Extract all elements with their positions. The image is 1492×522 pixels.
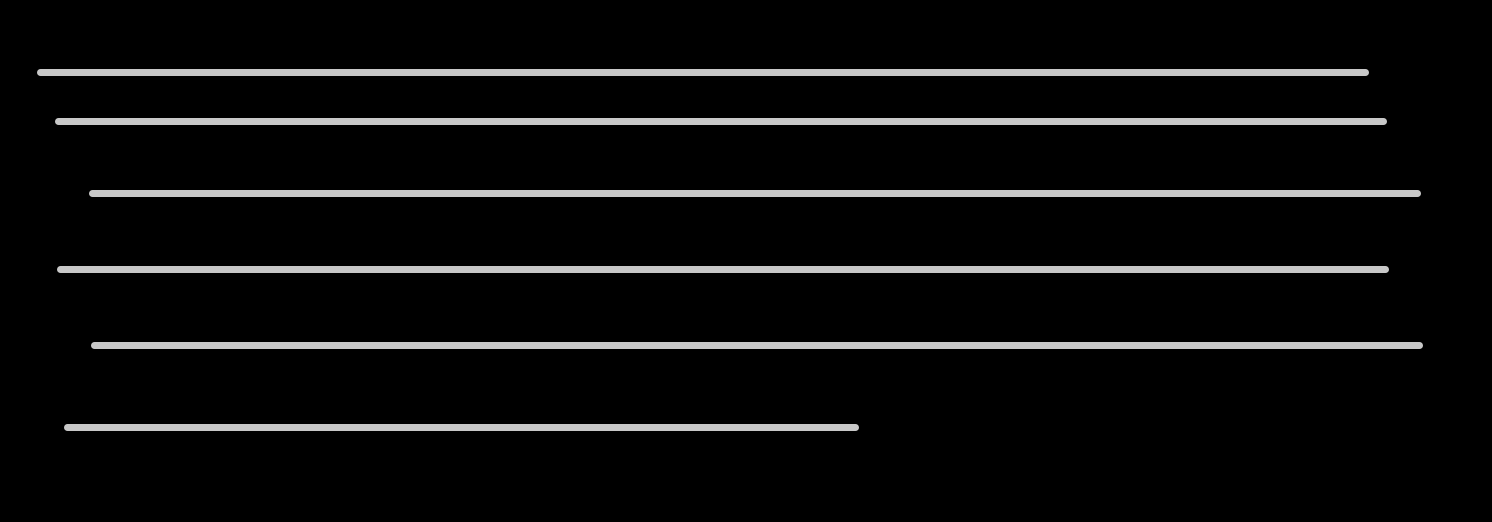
placeholder-line-6	[64, 424, 859, 431]
placeholder-line-1	[37, 69, 1369, 76]
placeholder-line-2	[55, 118, 1387, 125]
placeholder-line-3	[89, 190, 1421, 197]
placeholder-line-4	[57, 266, 1389, 273]
placeholder-line-5	[91, 342, 1423, 349]
